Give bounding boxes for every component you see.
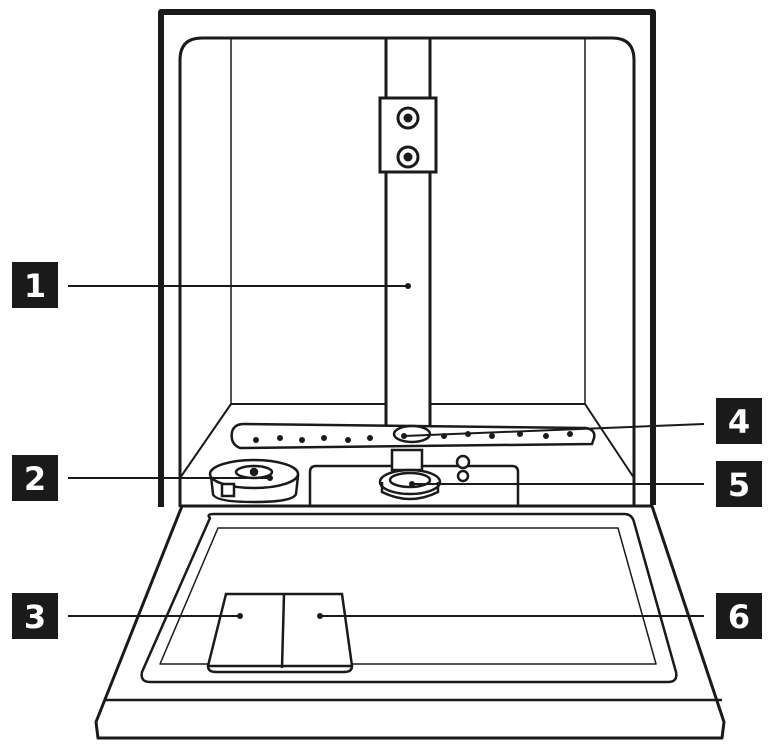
leader-5-dot [409, 481, 415, 487]
callout-5-number: 5 [728, 466, 750, 504]
callout-1-number: 1 [24, 267, 46, 305]
tub-outline [158, 9, 656, 507]
callout-3-number: 3 [24, 598, 46, 636]
callout-4-number: 4 [728, 403, 750, 441]
leader-6-dot [317, 613, 323, 619]
leader-1-dot [405, 283, 411, 289]
callout-leaders [68, 283, 705, 619]
callout-1: 1 [12, 262, 58, 308]
rinse-aid-cap [208, 458, 300, 504]
callout-5: 5 [716, 461, 762, 507]
callout-2: 2 [12, 455, 58, 501]
leader-4-dot [401, 433, 407, 439]
callout-2-number: 2 [24, 460, 46, 498]
callout-4: 4 [716, 398, 762, 444]
leader-4 [403, 423, 705, 437]
callout-6: 6 [716, 593, 762, 639]
door-panel [94, 504, 726, 740]
callout-3: 3 [12, 593, 58, 639]
callout-6-number: 6 [728, 598, 750, 636]
leader-3-dot [237, 613, 243, 619]
detergent-dispenser [206, 592, 354, 674]
leader-2-dot [267, 475, 273, 481]
supply-tube [378, 36, 438, 438]
filter-assembly [378, 448, 471, 501]
